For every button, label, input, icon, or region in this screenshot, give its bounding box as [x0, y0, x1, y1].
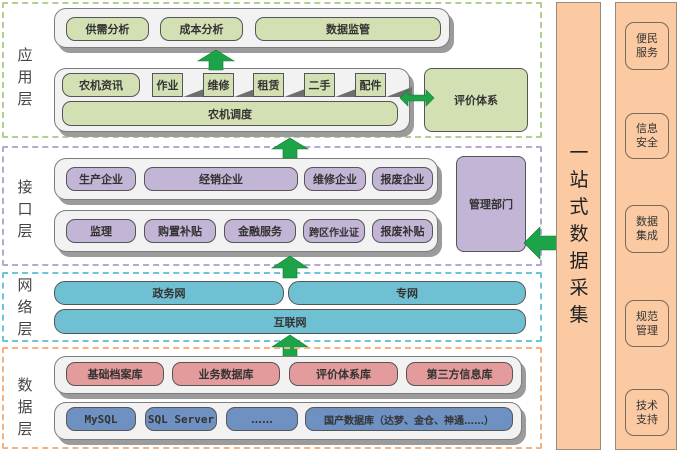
one-stop-data-collection-bar [556, 2, 601, 450]
supply-demand-analysis[interactable]: 供需分析 [66, 17, 149, 41]
interface-layer [2, 146, 542, 266]
repair-enterprise[interactable]: 维修企业 [304, 167, 366, 191]
sql-server-db[interactable]: SQL Server [145, 407, 217, 431]
up-arrow-icon [270, 137, 310, 159]
data-supervision[interactable]: 数据监管 [255, 17, 441, 41]
interface-layer-label: 接口层 [17, 178, 33, 240]
internet[interactable]: 互联网 [54, 309, 526, 334]
supervision[interactable]: 监理 [66, 219, 136, 243]
network-layer-label: 网络层 [17, 276, 33, 338]
application-layer-label: 应用层 [17, 46, 33, 108]
private-network[interactable]: 专网 [288, 281, 526, 305]
double-arrow-icon [399, 89, 435, 107]
machinery-news[interactable]: 农机资讯 [62, 73, 140, 97]
purchase-subsidy[interactable]: 购置补贴 [144, 219, 216, 243]
service-parts[interactable]: 配件 [355, 73, 386, 97]
business-db[interactable]: 业务数据库 [172, 362, 280, 386]
other-db[interactable]: …… [226, 407, 298, 431]
distribution-enterprise[interactable]: 经销企业 [144, 167, 298, 191]
service-lease[interactable]: 租赁 [253, 73, 284, 97]
production-enterprise[interactable]: 生产企业 [66, 167, 136, 191]
up-arrow-icon [271, 255, 309, 279]
evaluation-db[interactable]: 评价体系库 [289, 362, 398, 386]
service-secondhand[interactable]: 二手 [304, 73, 335, 97]
feature-label: 技术支持 [636, 398, 658, 426]
feature-convenience-service[interactable]: 便民服务 [625, 22, 669, 70]
connector [234, 87, 260, 97]
feature-technical-support[interactable]: 技术支持 [625, 389, 669, 436]
feature-label: 信息安全 [636, 122, 658, 149]
evaluation-system[interactable]: 评价体系 [424, 68, 528, 132]
cross-region-permit[interactable]: 跨区作业证 [303, 219, 365, 243]
feature-data-integration[interactable]: 数据集成 [625, 205, 669, 253]
connector [183, 87, 209, 97]
network-layer [2, 272, 542, 342]
feature-label: 便民服务 [636, 32, 658, 59]
financial-services[interactable]: 金融服务 [224, 219, 296, 243]
one-stop-data-collection-label: 一站式数据采集 [569, 142, 589, 326]
application-layer [2, 2, 542, 138]
feature-information-security[interactable]: 信息安全 [625, 113, 669, 159]
mysql-db[interactable]: MySQL [66, 407, 136, 431]
cost-analysis[interactable]: 成本分析 [160, 17, 243, 41]
connector [284, 87, 310, 97]
scrap-enterprise[interactable]: 报废企业 [372, 167, 433, 191]
management-department[interactable]: 管理部门 [456, 156, 526, 252]
service-repair[interactable]: 维修 [203, 73, 234, 97]
government-network[interactable]: 政务网 [54, 281, 284, 305]
up-arrow-icon [196, 49, 236, 71]
data-layer [2, 347, 542, 449]
scrap-subsidy[interactable]: 报废补贴 [372, 219, 433, 243]
service-operation[interactable]: 作业 [152, 73, 183, 97]
third-party-db[interactable]: 第三方信息库 [406, 362, 513, 386]
feature-label: 数据集成 [636, 215, 658, 242]
connector [386, 87, 412, 97]
connector [335, 87, 361, 97]
machinery-dispatch[interactable]: 农机调度 [62, 101, 398, 126]
data-layer-label: 数据层 [17, 376, 33, 438]
basic-archive-db[interactable]: 基础档案库 [66, 362, 164, 386]
left-arrow-icon [523, 226, 559, 260]
feature-label: 规范管理 [636, 309, 658, 337]
feature-standard-management[interactable]: 规范管理 [625, 300, 669, 347]
domestic-db[interactable]: 国产数据库（达梦、金仓、神通……） [305, 407, 513, 431]
